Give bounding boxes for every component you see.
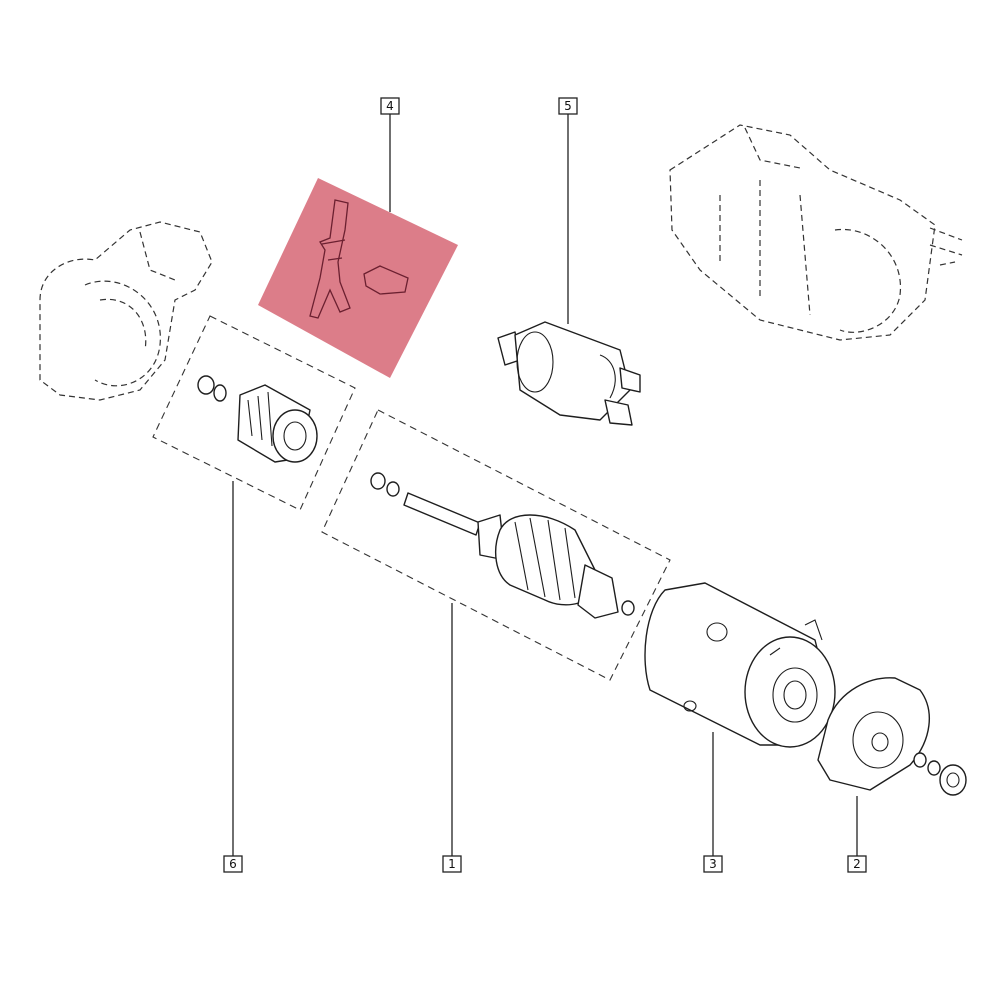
part-3-field-frame: [644, 582, 836, 748]
callout-5[interactable]: 5: [558, 97, 578, 115]
fork-pad-icon: [363, 265, 409, 295]
part-2-end-bracket: [817, 677, 967, 796]
highlight-region-4: [258, 178, 458, 378]
ghost-assembled-starter: [669, 124, 963, 341]
svg-text:1: 1: [448, 857, 456, 871]
callout-4[interactable]: 4: [380, 97, 400, 115]
callout-2[interactable]: 2: [847, 855, 867, 873]
part-6-drive-pinion: [197, 375, 318, 463]
group-box-1: [321, 409, 671, 681]
callout-1[interactable]: 1: [442, 855, 462, 873]
svg-text:4: 4: [386, 99, 394, 113]
part-5-solenoid: [497, 321, 641, 426]
svg-text:5: 5: [564, 99, 572, 113]
callout-3[interactable]: 3: [703, 855, 723, 873]
callout-6[interactable]: 6: [223, 855, 243, 873]
svg-text:3: 3: [709, 857, 717, 871]
svg-text:2: 2: [853, 857, 861, 871]
ghost-housing-left: [39, 221, 213, 401]
part-4-shift-fork-highlight[interactable]: [258, 178, 458, 378]
group-box-6: [152, 315, 356, 511]
svg-text:6: 6: [229, 857, 237, 871]
part-1-armature: [370, 472, 635, 619]
